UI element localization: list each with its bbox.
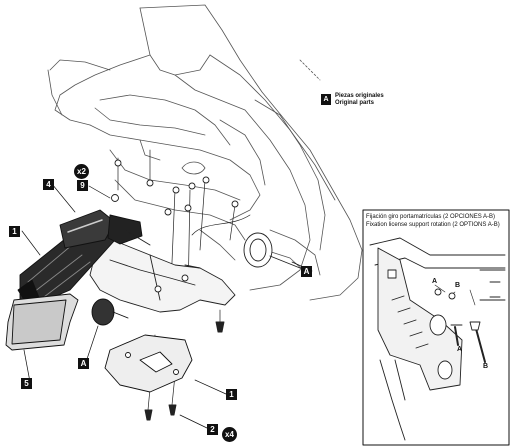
fastener-bolts [111, 159, 239, 216]
callout-part-a-center: A [301, 266, 312, 277]
inset-title-es: Fijación giro portamatrículas (2 OPCIONE… [366, 214, 496, 220]
reflector-part [5, 293, 79, 351]
callout-part-2: 2 [207, 424, 218, 435]
inset-label-b-top: B [455, 282, 461, 289]
inset-rotation-detail [369, 237, 506, 441]
grommet-part [243, 232, 301, 269]
motorcycle-tail-outline [47, 4, 363, 301]
round-reflector [91, 298, 129, 326]
callout-part-a-left: A [78, 358, 89, 369]
callout-part-4: 4 [43, 179, 54, 190]
callout-part-5: 5 [21, 378, 32, 389]
original-parts-legend: A Piezas originales Original parts [321, 93, 401, 107]
callout-part-1-left: 1 [9, 226, 20, 237]
inset-label-b-bottom: B [483, 363, 489, 370]
tail-light-part [59, 209, 151, 249]
callout-part-1-bottom: 1 [226, 389, 237, 400]
leader-lines [21, 183, 313, 429]
inset-title-en: Fixation license support rotation (2 OPT… [366, 222, 500, 228]
legend-line-es: Piezas originales [335, 93, 384, 99]
lower-plate-part [104, 334, 193, 393]
callout-part-9: 9 [77, 180, 88, 191]
inset-label-a-bottom: A [457, 346, 463, 353]
inset-title: Fijación giro portamatrículas (2 OPCIONE… [366, 213, 500, 229]
inset-label-a-top: A [432, 278, 438, 285]
support-bracket [89, 234, 236, 313]
bottom-bolts [144, 321, 225, 421]
legend-line-en: Original parts [335, 100, 375, 106]
legend-badge: A [321, 94, 331, 105]
callout-qty-x4: x4 [222, 427, 237, 442]
callout-qty-x2: x2 [74, 164, 89, 179]
